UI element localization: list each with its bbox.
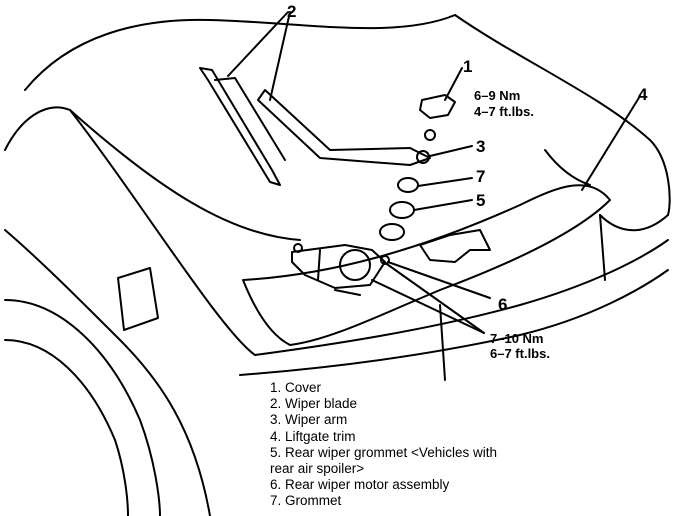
rear-quarter-lower bbox=[4, 229, 211, 516]
tail-lamp-line bbox=[599, 214, 669, 232]
liftgate-right-edge bbox=[599, 214, 606, 281]
liftgate-trim-inner bbox=[419, 229, 491, 263]
wheel-arch bbox=[4, 299, 161, 516]
wiper-blade bbox=[199, 67, 281, 186]
callout-6: 6 bbox=[498, 295, 507, 314]
leader-torque-b bbox=[383, 261, 485, 334]
liftgate-lower-edge bbox=[439, 304, 446, 381]
legend-item-rear-wiper-grommet: 5. Rear wiper grommet <Vehicles with bbox=[270, 444, 497, 460]
quarter-panel bbox=[4, 106, 256, 356]
legend-item-rear-wiper-grommet-cont: rear air spoiler> bbox=[270, 461, 365, 477]
parts-legend: 1. Cover 2. Wiper blade 3. Wiper arm 4. … bbox=[270, 380, 680, 510]
liftgate-trim-lip bbox=[544, 149, 591, 186]
leader-4 bbox=[581, 95, 641, 191]
leader-5 bbox=[413, 199, 473, 211]
callout-5: 5 bbox=[476, 191, 485, 210]
leader-torque-a bbox=[371, 279, 485, 334]
roof-line bbox=[454, 14, 671, 216]
grommet bbox=[397, 177, 419, 193]
wiper-blade-frame bbox=[214, 77, 286, 161]
leader-6 bbox=[387, 261, 491, 299]
wiper-motor-assembly bbox=[291, 244, 386, 289]
callout-3: 3 bbox=[476, 137, 485, 156]
legend-item-wiper-blade: 2. Wiper blade bbox=[270, 396, 358, 412]
legend-item-wiper-arm: 3. Wiper arm bbox=[270, 412, 348, 428]
motor-bolt-right bbox=[380, 255, 390, 265]
legend-item-grommet: 7. Grommet bbox=[270, 493, 342, 509]
legend-item-cover: 1. Cover bbox=[270, 380, 322, 395]
rear-window-outline bbox=[24, 14, 456, 91]
wheel-arch-inner bbox=[4, 339, 129, 516]
motor-bolt-left bbox=[293, 243, 303, 253]
wiper-arm bbox=[257, 89, 431, 166]
callout-4: 4 bbox=[638, 85, 648, 104]
leader-2b bbox=[269, 11, 291, 101]
wiper-arm-pivot bbox=[416, 150, 430, 164]
torque-cover-nm: 6–9 Nm bbox=[474, 88, 520, 103]
motor-body bbox=[339, 249, 371, 281]
rear-bumper-upper bbox=[254, 239, 669, 356]
side-marker bbox=[117, 267, 159, 331]
liftgate-trim bbox=[242, 184, 611, 346]
cover-nut bbox=[424, 129, 436, 141]
leader-2a bbox=[227, 11, 289, 77]
torque-cover-ftlbs: 4–7 ft.lbs. bbox=[474, 104, 534, 119]
motor-bracket bbox=[317, 249, 361, 296]
rear-bumper-lower bbox=[239, 269, 669, 376]
legend-item-rear-wiper-motor: 6. Rear wiper motor assembly bbox=[270, 477, 450, 493]
leader-3 bbox=[429, 145, 473, 157]
legend-item-liftgate-trim: 4. Liftgate trim bbox=[270, 428, 356, 444]
rear-glass-edge bbox=[69, 109, 301, 241]
callout-7: 7 bbox=[476, 167, 485, 186]
leader-7 bbox=[417, 177, 473, 187]
torque-motor-ftlbs: 6–7 ft.lbs. bbox=[490, 346, 550, 361]
leader-1 bbox=[444, 67, 463, 101]
callout-1: 1 bbox=[463, 57, 472, 76]
grommet-seat bbox=[379, 223, 405, 241]
torque-motor-nm: 7–10 Nm bbox=[490, 331, 543, 346]
rear-wiper-grommet bbox=[389, 201, 415, 219]
cover bbox=[419, 94, 456, 119]
callout-2: 2 bbox=[287, 2, 296, 21]
